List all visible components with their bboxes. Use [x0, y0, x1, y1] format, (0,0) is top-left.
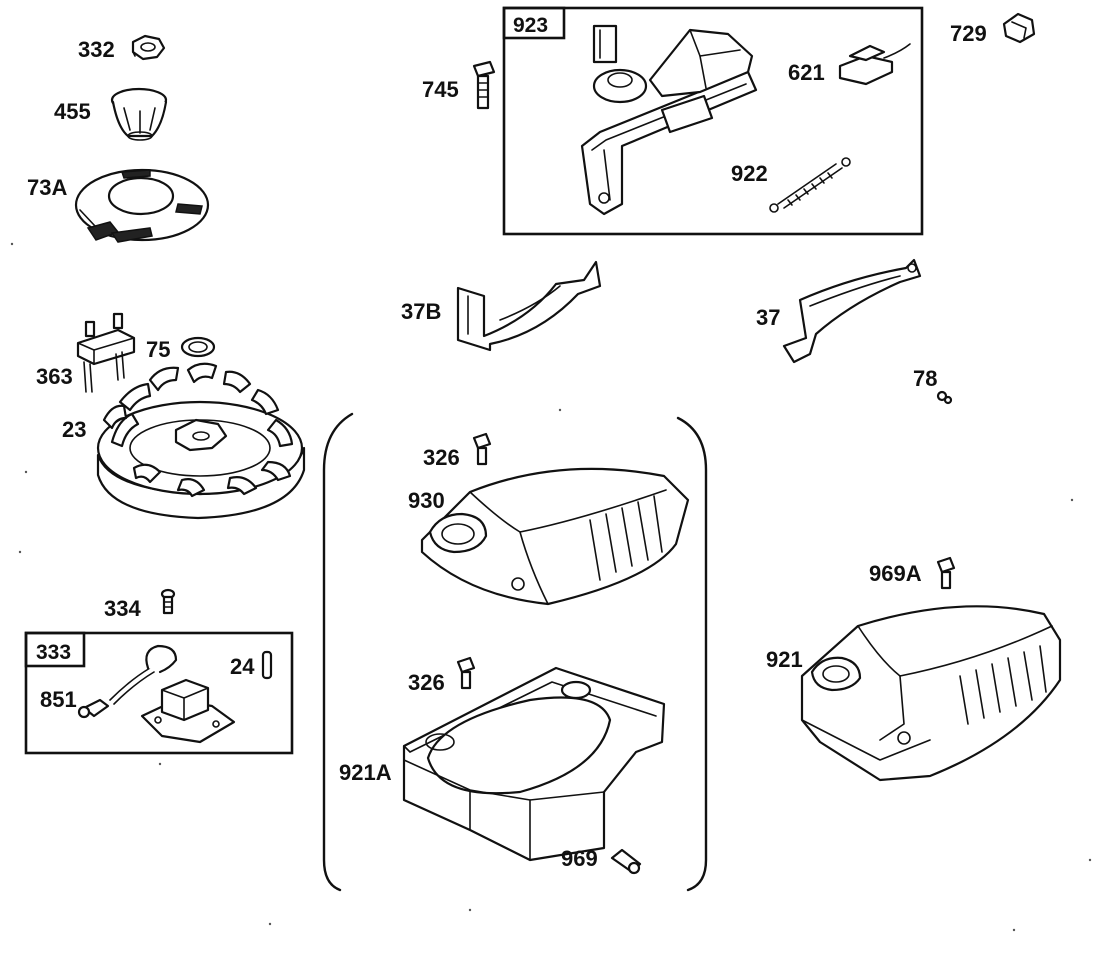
part-334-screw [160, 588, 176, 615]
callout-455: 455 [54, 99, 91, 124]
callout-75: 75 [146, 337, 170, 362]
kit-box-923 [502, 6, 924, 236]
part-37-air-vane [782, 258, 922, 364]
part-333-ignition-coil [109, 644, 236, 744]
part-75-washer [180, 336, 216, 358]
callout-332: 332 [78, 37, 115, 62]
part-930-blower-housing [420, 467, 690, 606]
callout-851: 851 [40, 687, 77, 712]
scan-specks [10, 242, 1092, 932]
part-922-spring [769, 157, 851, 213]
callout-333: 333 [36, 641, 71, 664]
part-921A-base-housing [402, 666, 666, 862]
callout-73A: 73A [27, 175, 67, 200]
callout-930: 930 [408, 488, 445, 513]
part-455-cup [110, 87, 168, 141]
part-969-screw [610, 848, 642, 875]
part-37B-air-vane [456, 260, 602, 352]
callout-921: 921 [766, 647, 803, 672]
part-921-blower-housing [800, 605, 1062, 782]
callout-37B: 37B [401, 299, 441, 324]
part-326-screw-upper [472, 432, 492, 466]
callout-334: 334 [104, 596, 141, 621]
part-363-bracket [76, 312, 136, 393]
part-24-pin [261, 650, 273, 680]
part-73A-screen [74, 168, 210, 243]
callout-729: 729 [950, 21, 987, 46]
callout-24: 24 [230, 654, 255, 679]
part-326-screw-lower [456, 656, 476, 690]
callout-37: 37 [756, 305, 780, 330]
callout-363: 363 [36, 364, 73, 389]
part-923-governor-lever [580, 24, 758, 216]
callout-23: 23 [62, 417, 86, 442]
kit-box-923-tag [502, 6, 566, 40]
part-332-nut [131, 34, 166, 61]
callout-621: 621 [788, 60, 825, 85]
part-23-flywheel [96, 362, 306, 520]
group-bracket-left [322, 412, 354, 892]
callout-922: 922 [731, 161, 768, 186]
callout-969: 969 [561, 846, 598, 871]
part-745-screw [472, 60, 496, 110]
part-621-clip [838, 43, 911, 86]
callout-326-upper: 326 [423, 445, 460, 470]
part-851-clip [77, 698, 110, 719]
callout-745: 745 [422, 77, 459, 102]
part-729-terminal [1002, 12, 1036, 44]
callout-923: 923 [513, 14, 548, 37]
kit-box-333 [24, 631, 294, 755]
callout-78: 78 [913, 366, 937, 391]
group-bracket-right [676, 416, 708, 892]
callout-326-lower: 326 [408, 670, 445, 695]
kit-box-333-tag [24, 631, 86, 668]
callout-969A: 969A [869, 561, 922, 586]
part-78-small-screw [936, 390, 953, 405]
part-969A-screw [936, 556, 956, 590]
callout-921A: 921A [339, 760, 392, 785]
